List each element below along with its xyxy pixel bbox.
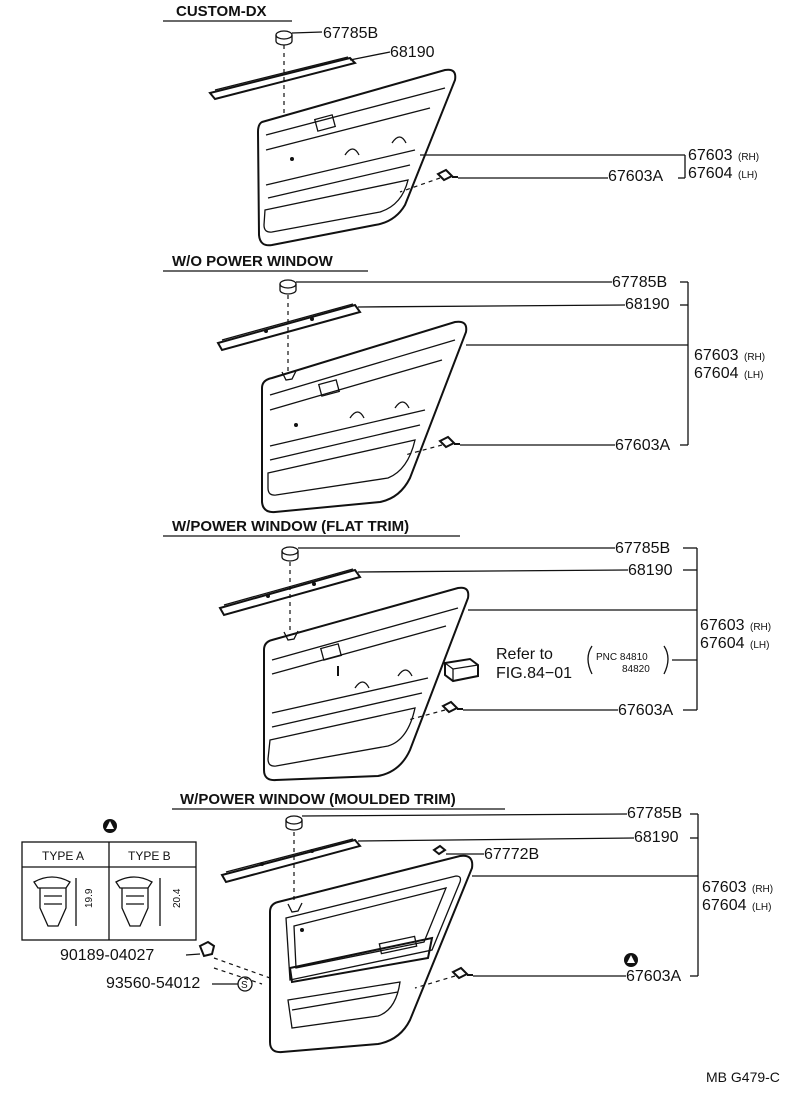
side-label-rh: (RH) xyxy=(738,152,759,163)
part-number: 90189-04027 xyxy=(60,947,154,964)
door-trim-board xyxy=(263,586,470,782)
side-label-rh: (RH) xyxy=(750,622,771,633)
part-number: 67785B xyxy=(323,25,378,42)
pnc-number: 84820 xyxy=(622,664,650,675)
part-number: 67603A xyxy=(615,437,670,454)
part-number: 67785B xyxy=(627,805,682,822)
section-custom-dx: CUSTOM-DX 67785B 68190 xyxy=(163,3,759,247)
part-number: 67772B xyxy=(484,846,539,863)
part-number: 67603 xyxy=(702,879,747,896)
figure-code: MB G479-C xyxy=(706,1069,780,1085)
svg-text:S: S xyxy=(241,980,248,991)
pnc-label: PNC 84810 xyxy=(596,652,648,663)
part-number: 67603A xyxy=(618,702,673,719)
caution-triangle-icon xyxy=(624,953,638,967)
part-number: 67785B xyxy=(612,274,667,291)
section-title: W/POWER WINDOW (FLAT TRIM) xyxy=(172,518,409,535)
door-trim-board xyxy=(261,320,468,514)
section-title: CUSTOM-DX xyxy=(176,3,267,20)
part-number: 93560-54012 xyxy=(106,975,200,992)
section-power-window-flat-trim: W/POWER WINDOW (FLAT TRIM) 67785B 68190 xyxy=(163,518,771,782)
dimension-b: 20.4 xyxy=(172,888,183,908)
part-number: 67604 xyxy=(688,165,733,182)
weatherstrip-part xyxy=(220,838,362,884)
part-number: 67603 xyxy=(694,347,739,364)
part-number: 68190 xyxy=(628,562,673,579)
part-number: 67785B xyxy=(615,540,670,557)
part-number: 67604 xyxy=(700,635,745,652)
refer-text: Refer to xyxy=(496,646,553,663)
part-number: 67604 xyxy=(694,365,739,382)
grommet-part xyxy=(275,30,293,46)
side-label-lh: (LH) xyxy=(750,640,769,651)
bracket-part xyxy=(432,844,447,856)
door-trim-board xyxy=(269,854,474,1054)
part-number: 68190 xyxy=(634,829,679,846)
side-label-rh: (RH) xyxy=(752,884,773,895)
power-window-switch xyxy=(444,657,479,683)
section-wo-power-window: W/O POWER WINDOW 67785B 68190 xyxy=(163,253,765,514)
side-label-rh: (RH) xyxy=(744,352,765,363)
part-number: 67603 xyxy=(688,147,733,164)
refer-figure: FIG.84−01 xyxy=(496,665,572,682)
part-number: 67603A xyxy=(626,968,681,985)
dimension-a: 19.9 xyxy=(84,888,95,908)
type-b-label: TYPE B xyxy=(128,849,171,863)
weatherstrip-part xyxy=(216,303,362,352)
grommet-part xyxy=(285,815,303,831)
side-label-lh: (LH) xyxy=(752,902,771,913)
clip-type-b-drawing: 20.4 xyxy=(115,876,183,927)
weatherstrip-part xyxy=(218,568,362,617)
section-title: W/O POWER WINDOW xyxy=(172,253,334,270)
side-label-lh: (LH) xyxy=(744,370,763,381)
part-number: 67603 xyxy=(700,617,745,634)
part-number: 68190 xyxy=(625,296,670,313)
clip-part xyxy=(451,966,473,980)
screw-part xyxy=(198,940,216,958)
clip-type-table: TYPE A TYPE B 19.9 20.4 xyxy=(21,841,197,941)
clip-part xyxy=(438,435,460,449)
section-power-window-moulded-trim: W/POWER WINDOW (MOULDED TRIM) TYPE A TYP… xyxy=(21,791,773,1054)
part-number: 67604 xyxy=(702,897,747,914)
part-number: 68190 xyxy=(390,44,435,61)
clip-part xyxy=(441,700,463,714)
caution-triangle-icon xyxy=(103,819,117,833)
type-a-label: TYPE A xyxy=(42,849,84,863)
part-number: 67603A xyxy=(608,168,663,185)
clip-part xyxy=(436,168,458,182)
grommet-part xyxy=(281,546,299,562)
grommet-part xyxy=(279,279,297,295)
section-title: W/POWER WINDOW (MOULDED TRIM) xyxy=(180,791,456,808)
standard-part-s-icon: S xyxy=(237,976,253,992)
door-trim-board xyxy=(256,68,457,247)
weatherstrip-part xyxy=(208,56,357,101)
clip-type-a-drawing: 19.9 xyxy=(33,876,95,927)
side-label-lh: (LH) xyxy=(738,170,757,181)
